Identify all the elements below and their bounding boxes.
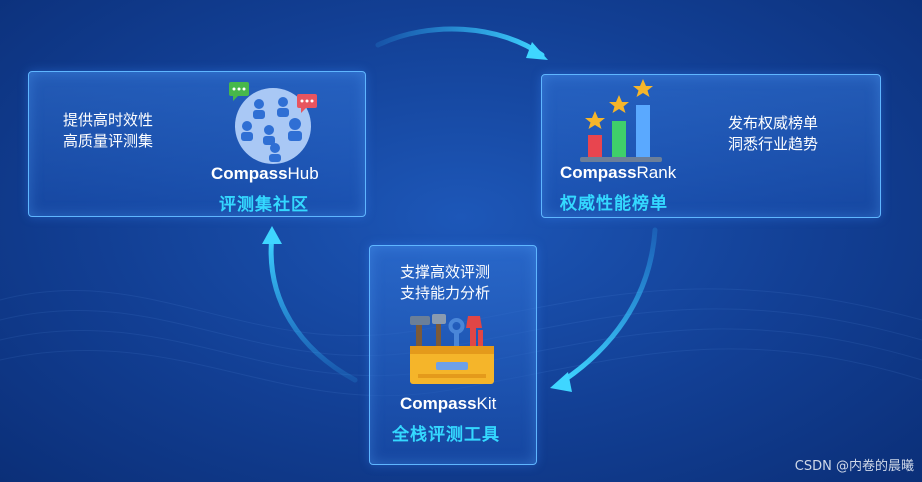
rank-desc-line-1: 发布权威榜单 <box>728 114 819 132</box>
rank-desc-line-2: 洞悉行业趋势 <box>728 135 819 153</box>
compass-hub-card: 提供高时效性 高质量评测集 CompassHub 评测集社区 <box>28 71 366 217</box>
rank-subtitle: 权威性能榜单 <box>560 194 668 214</box>
toolbox-icon <box>410 314 494 384</box>
leaderboard-stars-icon <box>580 79 662 162</box>
cycle-arrow-left <box>262 226 358 383</box>
hub-subtitle: 评测集社区 <box>219 195 309 215</box>
hub-name-bold: Compass <box>211 164 288 183</box>
hub-description: 提供高时效性 高质量评测集 <box>63 110 153 152</box>
cycle-arrow-right <box>550 227 658 392</box>
rank-name-bold: Compass <box>560 163 637 182</box>
kit-name-light: Kit <box>476 394 497 413</box>
kit-product-name: CompassKit <box>400 394 496 414</box>
kit-name-bold: Compass <box>400 394 477 413</box>
rank-name-light: Rank <box>636 163 677 182</box>
cycle-arrow-top <box>375 26 548 60</box>
hub-product-name: CompassHub <box>211 164 319 184</box>
kit-desc-line-1: 支撑高效评测 <box>400 263 491 281</box>
rank-product-name: CompassRank <box>560 163 676 183</box>
hub-desc-line-1: 提供高时效性 <box>63 111 154 129</box>
hub-desc-line-2: 高质量评测集 <box>63 132 154 150</box>
hub-name-light: Hub <box>287 164 319 183</box>
community-people-icon <box>229 82 317 164</box>
kit-subtitle: 全栈评测工具 <box>392 425 500 445</box>
watermark: CSDN @内卷的晨曦 <box>794 459 914 474</box>
kit-description: 支撑高效评测 支持能力分析 <box>400 262 490 304</box>
rank-description: 发布权威榜单 洞悉行业趋势 <box>728 113 818 155</box>
compass-rank-card: 发布权威榜单 洞悉行业趋势 CompassRank 权威性能榜单 <box>541 74 881 218</box>
kit-desc-line-2: 支持能力分析 <box>400 284 491 302</box>
compass-kit-card: 支撑高效评测 支持能力分析 CompassKit 全栈评测工具 <box>369 245 537 465</box>
